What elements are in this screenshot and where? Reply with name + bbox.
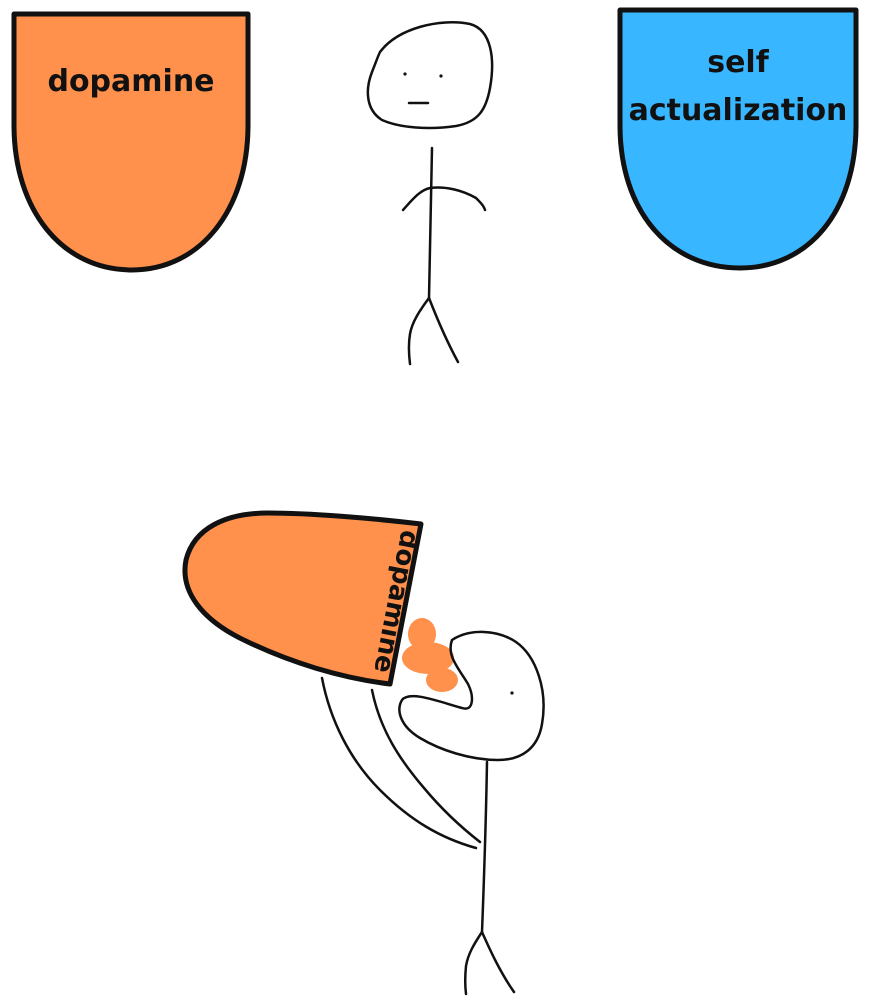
drinking-figure-right-arm [370,688,482,844]
stick-figure-body [427,146,434,300]
drinking-figure-left-arm [320,676,478,850]
dopamine-cup: dopamine [11,11,251,273]
stick-figure-head [366,21,494,130]
self-actualization-label-line1: self [707,45,769,80]
self-actualization-cup-shape [617,7,859,271]
drinking-figure-legs [464,930,516,996]
drinking-stick-figure [320,630,545,996]
stick-figure-arms [401,186,487,212]
self-actualization-label-line2: actualization [629,93,848,128]
spill-blob-middle [402,642,454,674]
dopamine-cup-label: dopamine [47,64,214,99]
tilted-dopamine-cup: dopamine [182,510,424,687]
tilted-dopamine-cup-shape [182,510,424,687]
self-actualization-cup: self actualization [617,7,859,271]
spill-blob-top [408,618,436,650]
drinking-figure-eye [510,691,514,695]
dopamine-spill [402,618,458,692]
standing-stick-figure [366,21,494,366]
top-panel: dopamine self actualization [11,7,859,366]
stick-figure-legs [407,296,460,366]
bottom-panel: dopamine [182,510,545,996]
stick-figure-left-eye [403,72,407,76]
spill-blob-bottom [426,668,458,692]
drinking-figure-body [480,760,489,934]
dopamine-cup-shape [11,11,251,273]
stick-figure-right-eye [439,74,443,78]
drinking-figure-head [398,630,545,762]
